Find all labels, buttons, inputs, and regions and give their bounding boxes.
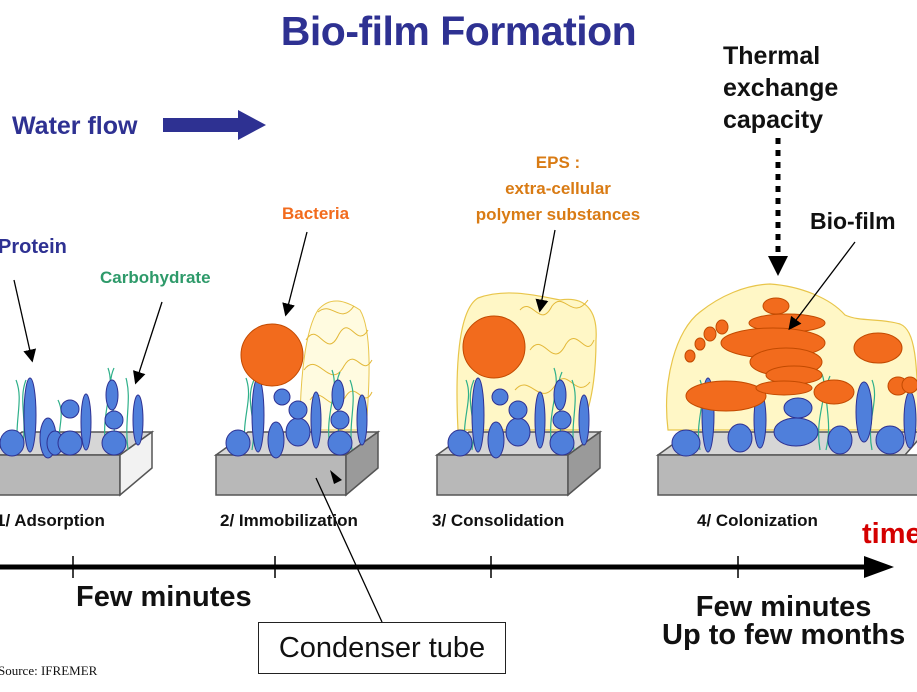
proteins-stage-3 [447, 377, 590, 459]
stage-label-immobilization: 2/ Immobilization [220, 511, 358, 530]
diagram-title: Bio-film Formation [280, 8, 637, 54]
pointer-arrows [13, 229, 856, 623]
biofilm-label: Bio-film [810, 208, 896, 234]
thermal-dotted-arrowhead [768, 256, 788, 276]
stage-label-colonization: 4/ Colonization [697, 511, 818, 530]
carbohydrate-label: Carbohydrate [100, 268, 211, 287]
stage-label-consolidation: 3/ Consolidation [432, 511, 565, 530]
proteins-stage-2 [225, 377, 368, 459]
condenser-pointer-head [330, 470, 342, 484]
eps-label: EPS : extra-cellular polymer substances [475, 153, 641, 224]
source-credit: Source: IFREMER [0, 663, 98, 678]
few-minutes-months-label: Few minutes Up to few months [662, 591, 906, 651]
bacterium-stage-2 [240, 323, 304, 387]
timeline-arrowhead [864, 556, 894, 578]
water-flow-arrow [163, 110, 266, 140]
stage-label-adsorption: 1/ Adsorption [0, 511, 105, 530]
proteins-stage-1 [0, 377, 144, 459]
bacteria-colony-stage-4 [684, 297, 917, 412]
bacteria-label: Bacteria [282, 204, 350, 223]
bacterium-stage-3 [462, 315, 526, 379]
time-axis-label: time [862, 518, 917, 550]
few-minutes-label: Few minutes [76, 581, 252, 613]
timeline-ticks [72, 556, 739, 578]
water-flow-label: Water flow [12, 112, 138, 140]
thermal-exchange-label: Thermal exchange capacity [723, 42, 839, 134]
protein-label: Protein [0, 236, 67, 258]
proteins-stage-4 [671, 377, 917, 457]
condenser-tube-box: Condenser tube [258, 622, 506, 674]
